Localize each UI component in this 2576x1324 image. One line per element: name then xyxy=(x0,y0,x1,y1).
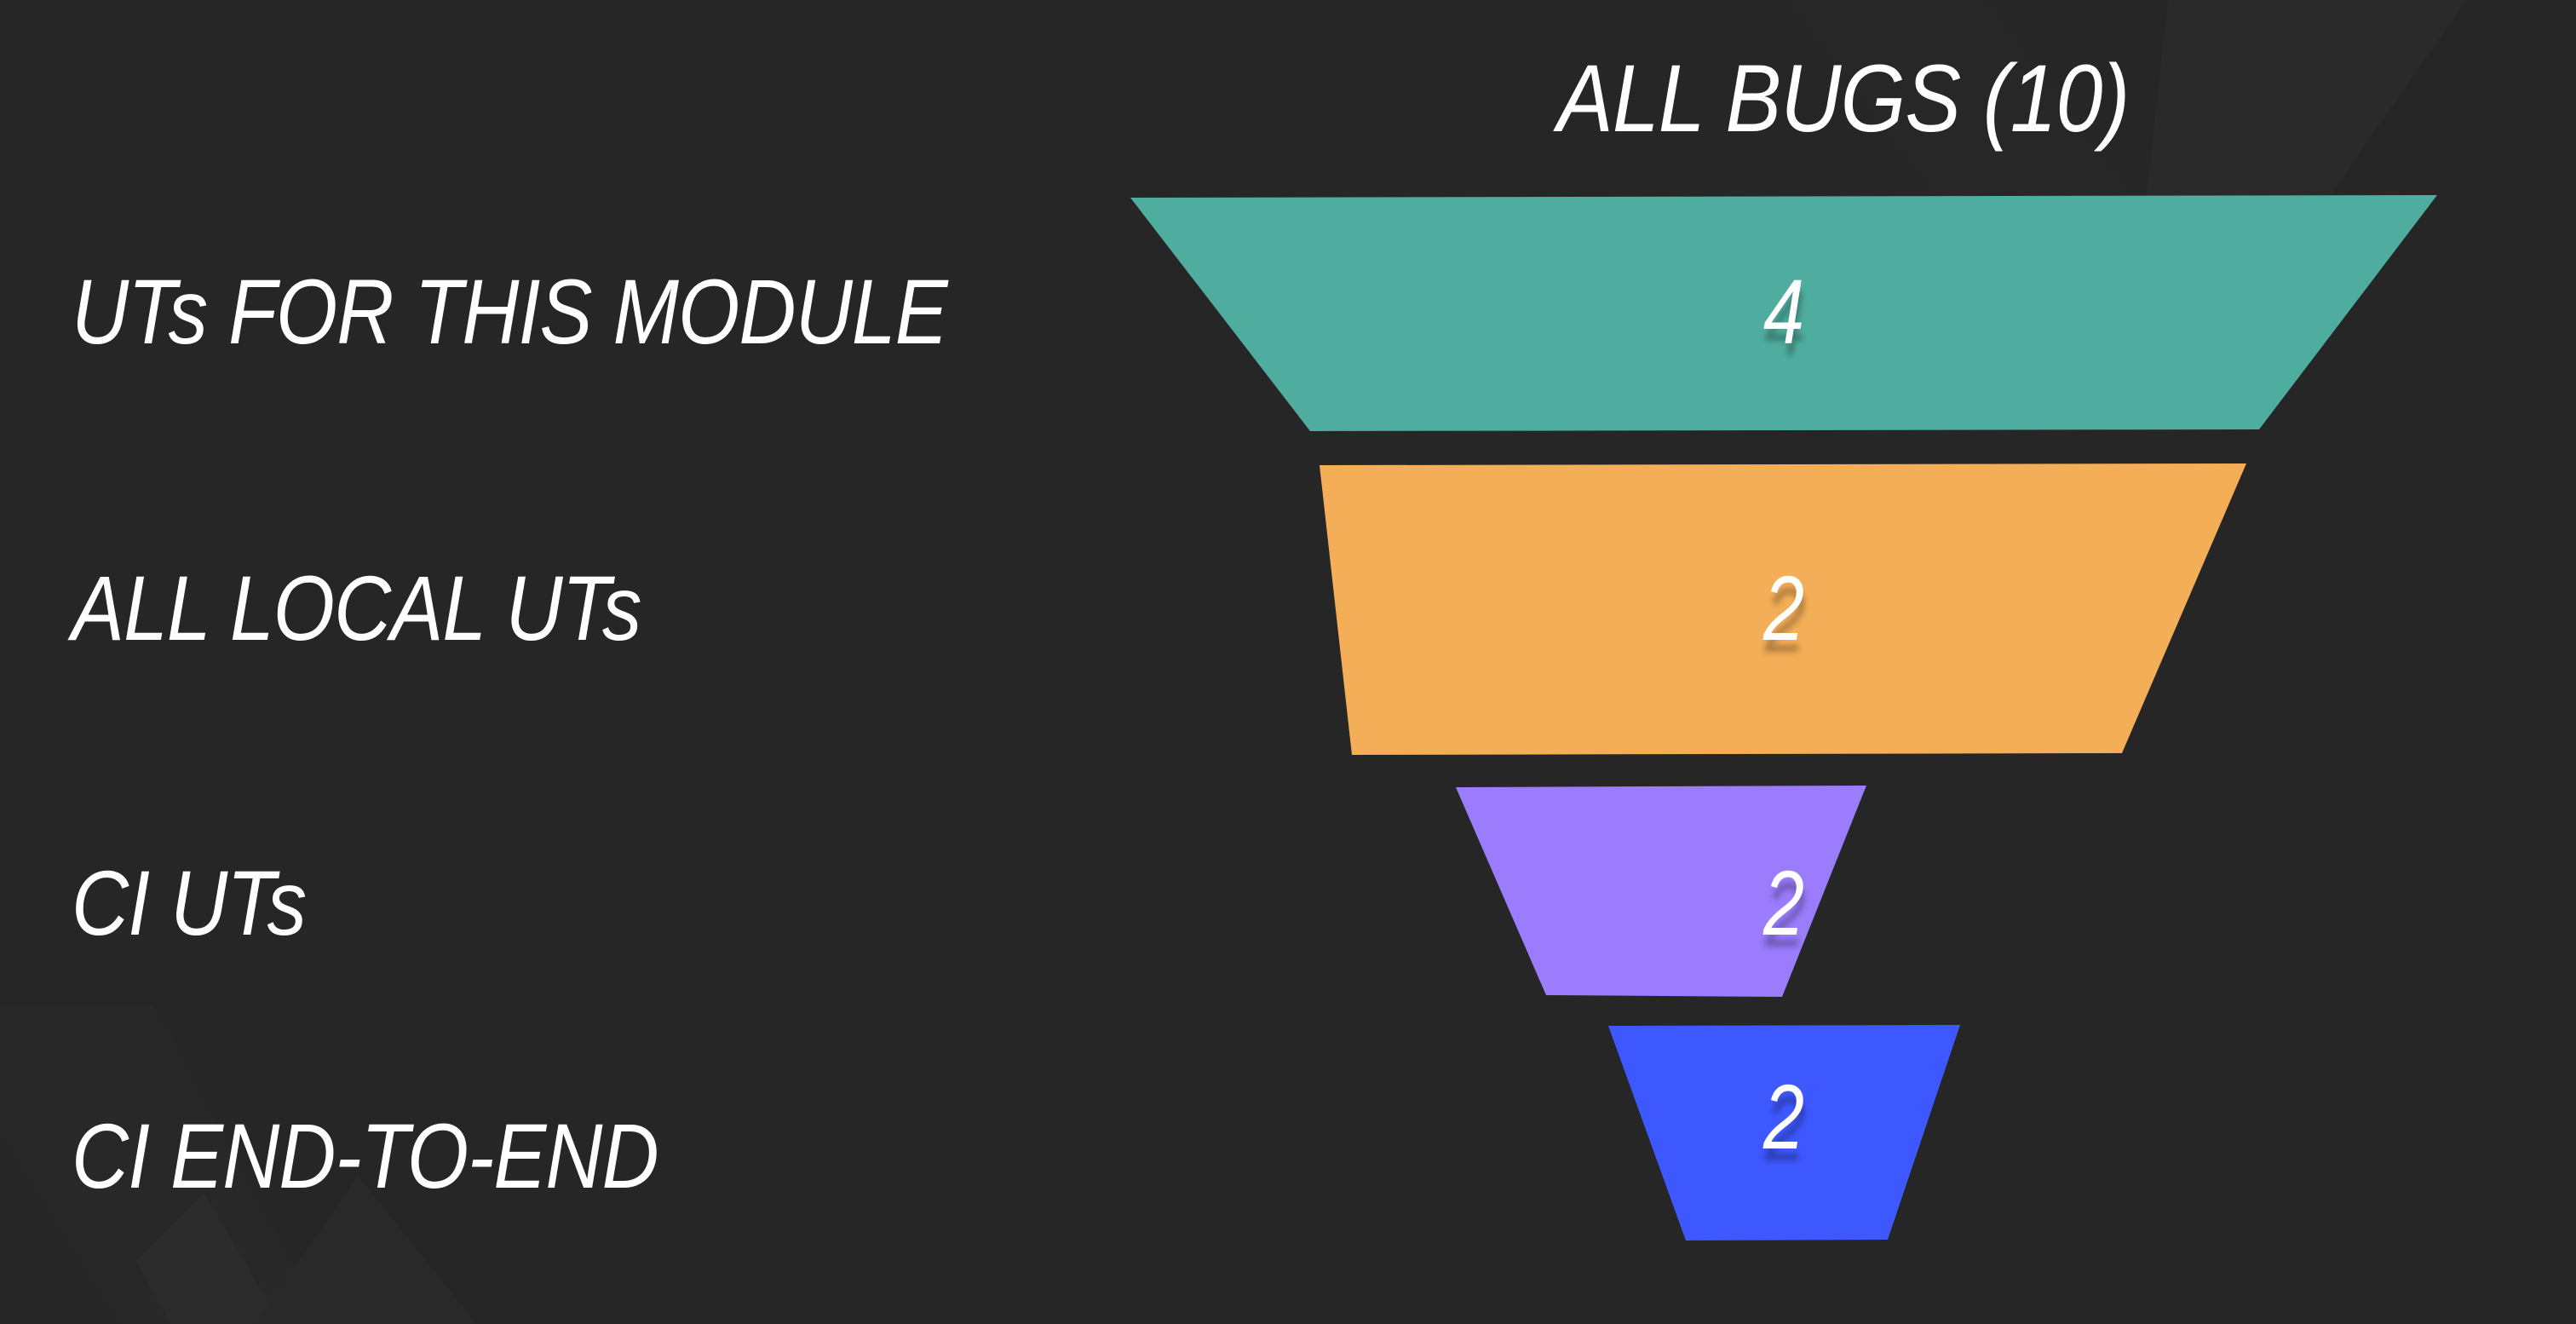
stage-label-2: ALL LOCAL UTs xyxy=(72,556,642,659)
stage-value-4: 2 xyxy=(1762,1065,1805,1168)
stage-label-1: UTs FOR THIS MODULE xyxy=(72,260,948,363)
funnel-stage-2 xyxy=(1320,463,2246,755)
stage-label-4: CI END-TO-END xyxy=(72,1104,659,1207)
funnel-stage-4 xyxy=(1608,1025,1960,1241)
stage-value-1: 4 xyxy=(1762,260,1805,363)
stage-value-3: 2 xyxy=(1762,851,1805,954)
stage-value-2: 2 xyxy=(1762,556,1805,659)
funnel-stage-3 xyxy=(1456,786,1866,997)
chart-title: ALL BUGS (10) xyxy=(1557,45,2130,152)
funnel-stage-1 xyxy=(1130,195,2437,431)
stage-label-3: CI UTs xyxy=(72,851,307,954)
